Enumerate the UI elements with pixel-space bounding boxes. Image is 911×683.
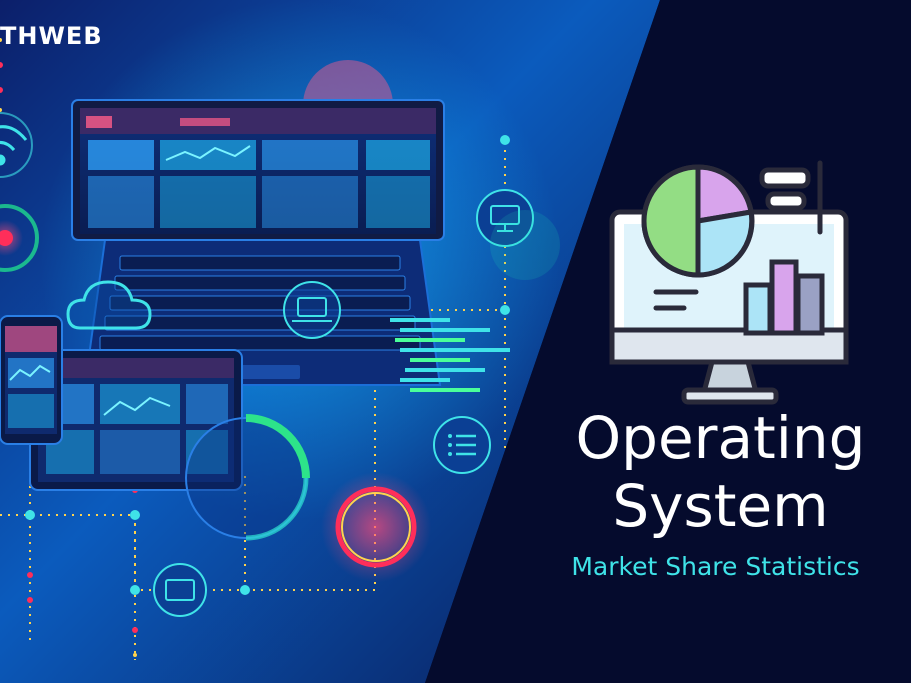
headline-line-1: Operating	[575, 404, 866, 472]
phone-illustration	[0, 315, 63, 445]
brand-logo: THWEB	[0, 22, 103, 50]
bar-chart-icon	[743, 259, 825, 336]
headline-line-2: System	[612, 472, 829, 540]
laptop-icon	[283, 281, 341, 339]
cloud-icon	[66, 280, 152, 330]
list-icon	[433, 416, 491, 474]
progress-ring	[185, 414, 310, 541]
pie-chart-icon	[641, 164, 755, 278]
window-icon	[153, 563, 207, 617]
wifi-icon	[0, 112, 33, 178]
flag-icon	[759, 160, 823, 235]
subtitle: Market Share Statistics	[571, 552, 860, 581]
laptop-illustration	[71, 99, 445, 386]
code-lines	[390, 318, 510, 392]
monitor-icon	[476, 189, 534, 247]
headline: Operating System	[548, 404, 893, 540]
glow-ring	[321, 472, 431, 582]
